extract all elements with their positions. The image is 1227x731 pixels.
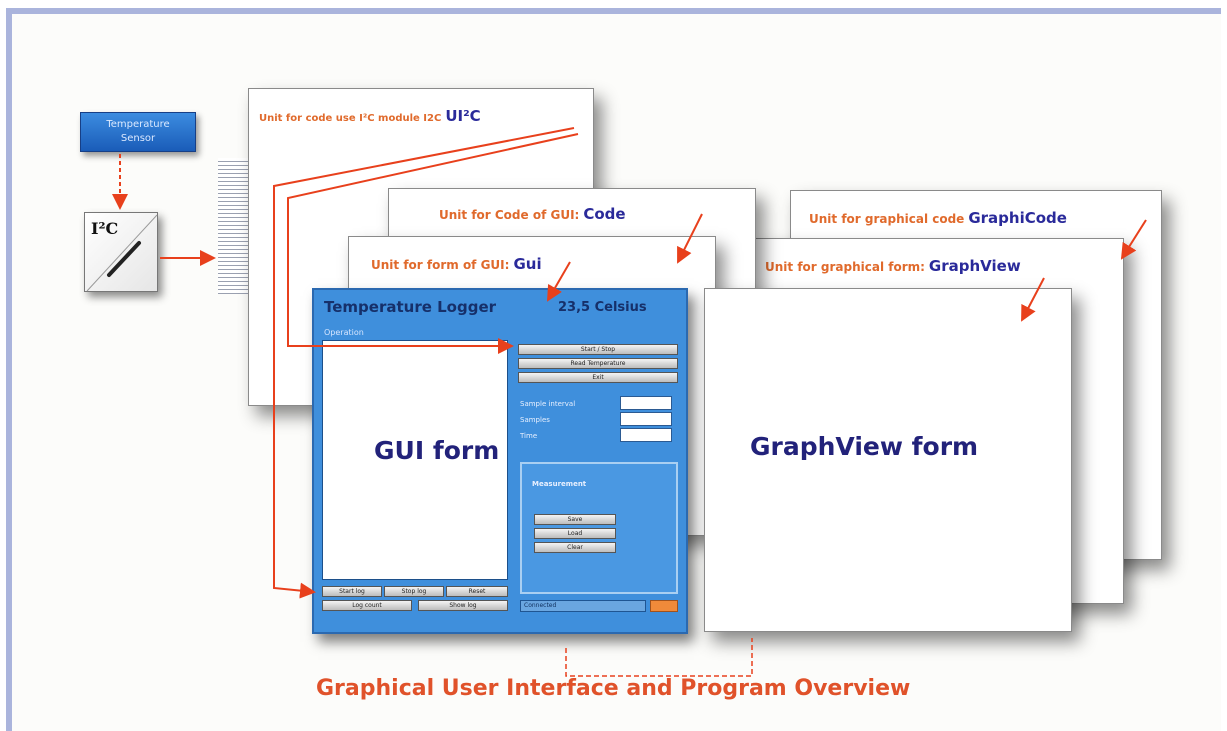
gui-field-label-2: Samples [520, 416, 550, 424]
gui-menu: Operation [324, 328, 364, 337]
gui-panel-button-2[interactable]: Load [534, 528, 616, 539]
code-unit-name: Code [583, 205, 626, 223]
code-unit-title: Unit for Code of GUI:Code [439, 205, 626, 223]
gui-bottom-button-2[interactable]: Stop log [384, 586, 444, 597]
converter-diagonal-icon [86, 214, 158, 292]
connector-pins [218, 158, 248, 294]
i2c-unit-name: UI²C [445, 107, 481, 125]
gui-bottom-button-5[interactable]: Show log [418, 600, 508, 611]
code-unit-pointer [677, 213, 703, 264]
gui-status-bar: Connected [520, 600, 646, 612]
gui-bottom-button-1[interactable]: Start log [322, 586, 382, 597]
graphview-unit-name: GraphView [928, 257, 1021, 275]
graphview-form-label: GraphView form [750, 432, 979, 461]
gui-indicator [650, 600, 678, 612]
graphview-form-card [704, 288, 1072, 632]
gui-top-button-1[interactable]: Start / Stop [518, 344, 678, 355]
gui-temperature-reading: 23,5 Celsius [558, 300, 647, 315]
gui-window-title: Temperature Logger [324, 298, 497, 316]
gui-measurement-panel: Measurement Save Load Clear [520, 462, 678, 594]
i2c-unit-pointer-2 [287, 133, 579, 354]
gui-field-3[interactable] [620, 428, 672, 442]
i2c-label: I²C [91, 219, 119, 238]
gui-panel-button-3[interactable]: Clear [534, 542, 616, 553]
graphview-unit-pointer [1021, 277, 1045, 322]
sensor-label-line1: Temperature [106, 119, 170, 130]
graphview-unit-title: Unit for graphical form:GraphView [765, 257, 1021, 275]
gui-panel-button-1[interactable]: Save [534, 514, 616, 525]
gui-unit-name: Gui [513, 255, 542, 273]
gui-bottom-button-4[interactable]: Log count [322, 600, 412, 611]
gui-field-2[interactable] [620, 412, 672, 426]
status-bracket [565, 638, 753, 677]
graphcode-unit-pointer [1120, 219, 1147, 260]
i2c-unit-pointer-1 [273, 127, 575, 599]
gui-top-button-3[interactable]: Exit [518, 372, 678, 383]
gui-unit-title: Unit for form of GUI:Gui [371, 255, 542, 273]
gui-panel-label: Measurement [532, 480, 587, 488]
graphcode-unit-name: GraphiCode [968, 209, 1067, 227]
gui-field-label-1: Sample interval [520, 400, 576, 408]
temperature-sensor-box: Temperature Sensor [80, 112, 196, 152]
sensor-label-line2: Sensor [120, 133, 156, 144]
gui-field-label-3: Time [520, 432, 538, 440]
gui-bottom-button-3[interactable]: Reset [446, 586, 508, 597]
diagram-caption: Graphical User Interface and Program Ove… [316, 676, 911, 701]
gui-unit-pointer [546, 261, 571, 302]
gui-field-1[interactable] [620, 396, 672, 410]
gui-form-label: GUI form [374, 436, 500, 465]
gui-top-button-2[interactable]: Read Temperature [518, 358, 678, 369]
i2c-converter: I²C [84, 212, 158, 292]
gui-log-area [322, 340, 508, 580]
